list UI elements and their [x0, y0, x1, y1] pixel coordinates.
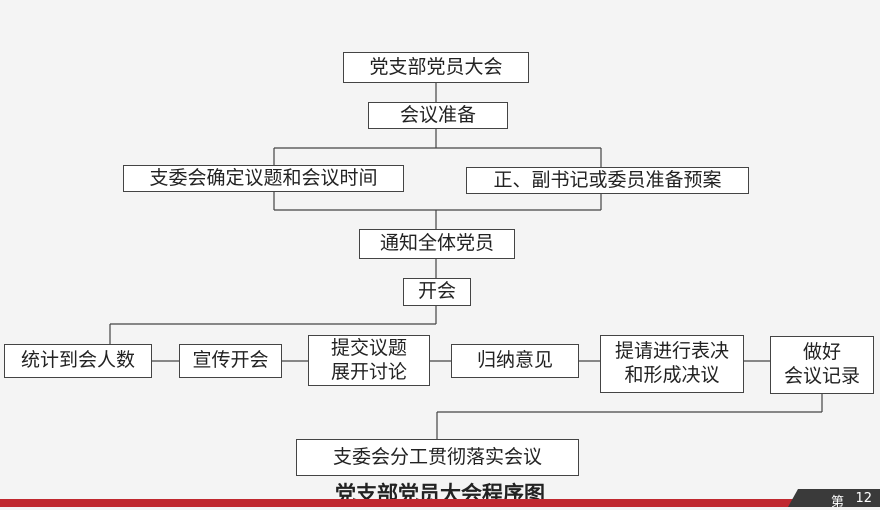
node-submit-discuss: 提交议题 展开讨论 — [308, 335, 430, 386]
node-committee-topics: 支委会确定议题和会议时间 — [123, 165, 404, 192]
node-open-meeting: 开会 — [403, 278, 471, 306]
node-meeting-preparation: 会议准备 — [368, 102, 508, 129]
node-summarize-opinions: 归纳意见 — [451, 344, 579, 378]
node-notify-members: 通知全体党员 — [359, 229, 515, 259]
page-number: 12 — [855, 491, 872, 506]
page-label: 第 — [830, 495, 844, 510]
footer-accent-bar — [0, 499, 880, 507]
node-count-attendance: 统计到会人数 — [4, 344, 152, 378]
node-party-congress: 党支部党员大会 — [343, 52, 529, 83]
footer-page-tab — [788, 489, 880, 507]
node-secretary-plan: 正、副书记或委员准备预案 — [466, 167, 749, 194]
node-vote-resolution: 提请进行表决 和形成决议 — [600, 335, 744, 393]
node-announce-meeting: 宣传开会 — [179, 344, 282, 378]
node-implement: 支委会分工贯彻落实会议 — [296, 439, 579, 476]
node-meeting-record: 做好 会议记录 — [770, 336, 874, 394]
